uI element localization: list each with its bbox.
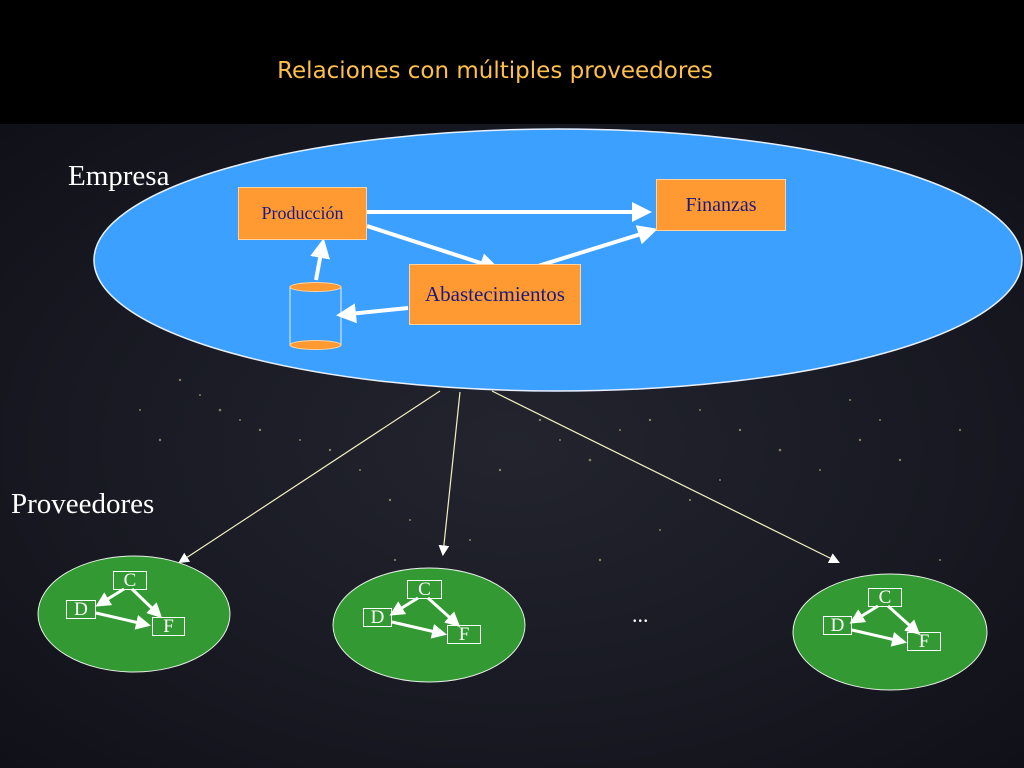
link-supplier-2 <box>438 391 461 557</box>
supplier-ellipse-2 <box>332 567 526 683</box>
arrow-produccion-abastecimientos <box>366 224 500 273</box>
box-produccion: Producción <box>238 187 367 240</box>
company-label: Empresa <box>68 160 170 192</box>
supplier-3-node-d: D <box>823 616 852 635</box>
database-icon <box>289 282 342 350</box>
supplier-ellipse-3 <box>792 573 988 691</box>
city-lights <box>139 378 962 601</box>
supplier-1-node-c: C <box>113 571 147 590</box>
box-abastecimientos: Abastecimientos <box>409 264 581 325</box>
supplier-2-node-d: D <box>363 608 392 627</box>
supplier-2-node-c: C <box>407 580 442 599</box>
link-supplier-3 <box>491 390 840 564</box>
supplier-3-node-f: F <box>907 632 941 651</box>
supplier-1-node-f: F <box>152 617 185 636</box>
box-finanzas: Finanzas <box>656 179 786 231</box>
supplier-internal-arrows <box>95 587 921 647</box>
link-supplier-1 <box>178 390 441 564</box>
arrow-database-produccion <box>310 238 330 281</box>
supplier-links <box>178 390 840 564</box>
supplier-1-node-d: D <box>66 600 96 619</box>
supplier-3-node-c: C <box>868 588 902 607</box>
supplier-2-node-f: F <box>447 625 481 644</box>
suppliers-label: Proveedores <box>11 488 155 520</box>
arrow-abastecimientos-database <box>336 303 409 324</box>
title-bar <box>0 0 1024 124</box>
supplier-ellipse-1 <box>37 555 231 673</box>
more-suppliers-ellipsis: ... <box>632 602 649 627</box>
slide-title: Relaciones con múltiples proveedores <box>277 58 713 84</box>
